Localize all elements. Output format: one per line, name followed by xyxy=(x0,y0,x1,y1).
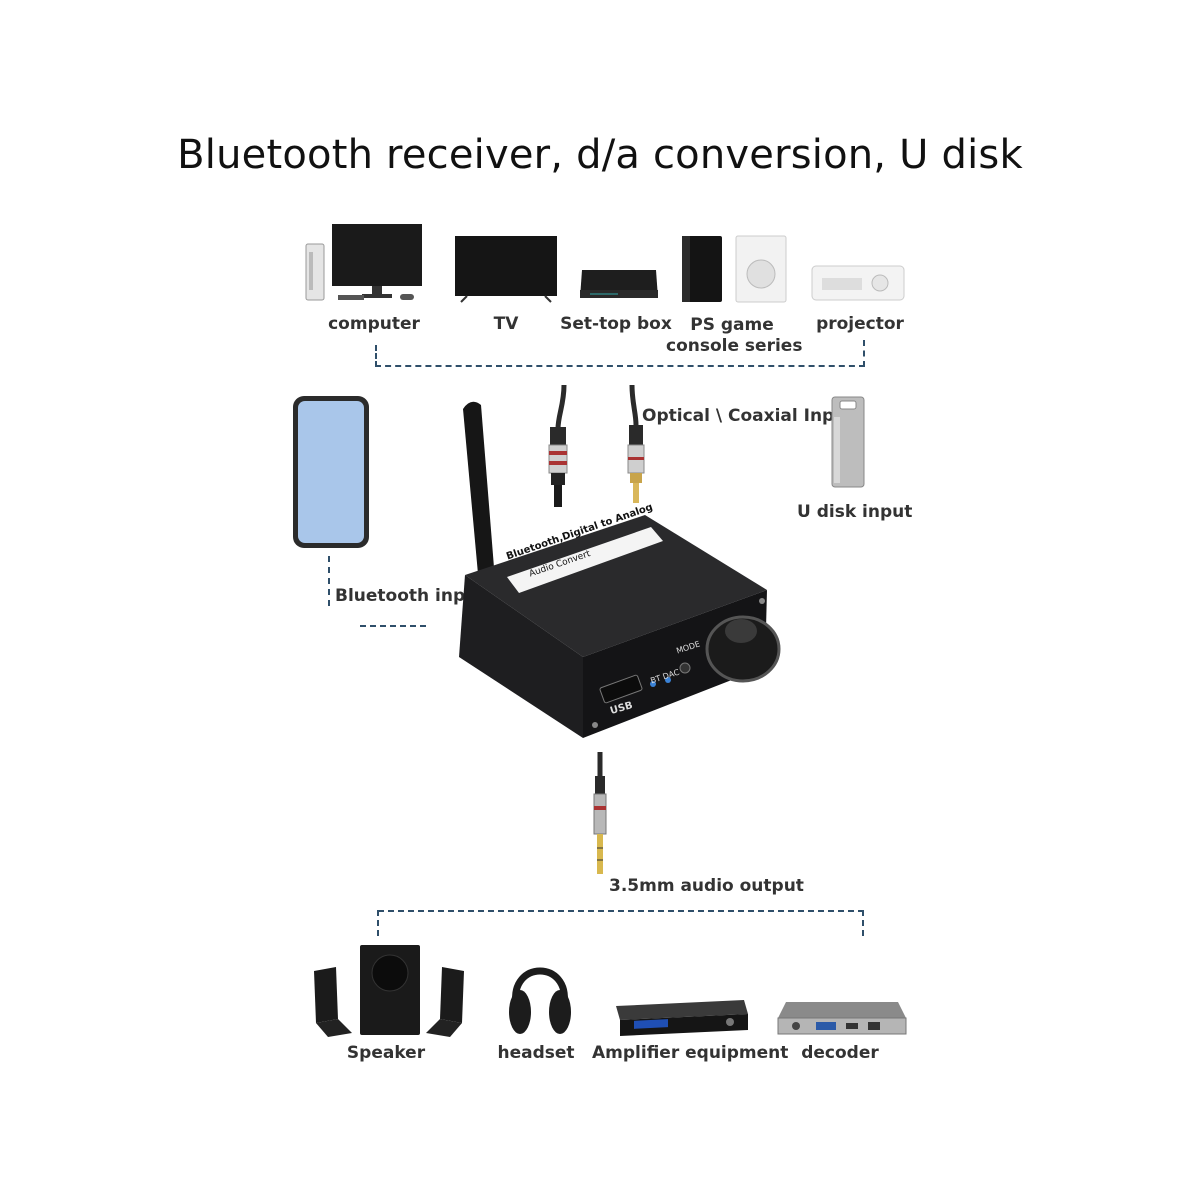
output-bracket-left xyxy=(377,910,379,936)
set-top-box-icon xyxy=(580,270,658,298)
audio-output-label: 3.5mm audio output xyxy=(609,876,804,896)
coaxial-cable-icon xyxy=(627,384,645,503)
decoder-icon xyxy=(777,1002,907,1035)
optical-cable-icon xyxy=(548,384,568,507)
output-bracket-right xyxy=(862,910,864,936)
source-label-set-top-box: Set-top box xyxy=(560,314,672,334)
output-label-speaker: Speaker xyxy=(346,1043,426,1063)
output-bracket-line xyxy=(378,910,864,912)
computer-icon xyxy=(305,224,422,301)
tv-icon xyxy=(455,236,557,303)
page-title: Bluetooth receiver, d/a conversion, U di… xyxy=(177,132,1023,178)
u-disk-icon xyxy=(831,396,865,488)
source-label-ps-line2: console series xyxy=(666,336,803,356)
game-console-icon xyxy=(682,235,787,303)
output-label-decoder: decoder xyxy=(801,1043,879,1063)
bluetooth-input-label: Bluetooth input xyxy=(335,586,486,606)
source-label-tv: TV xyxy=(493,314,519,334)
speaker-icon xyxy=(314,945,464,1037)
source-bracket-line xyxy=(375,365,865,367)
source-bracket-right xyxy=(863,340,865,367)
u-disk-input-label: U disk input xyxy=(797,502,913,522)
source-label-ps-line1: PS game xyxy=(690,315,774,335)
aux-cable-icon xyxy=(593,752,607,874)
projector-icon xyxy=(811,265,905,301)
optical-coaxial-input-label: Optical \ Coaxial Input xyxy=(642,406,855,426)
phone-icon xyxy=(293,396,369,548)
output-label-amplifier: Amplifier equipment xyxy=(592,1043,789,1063)
bluetooth-connector-h xyxy=(360,625,426,627)
bluetooth-connector xyxy=(328,556,330,606)
source-bracket-left xyxy=(375,345,377,367)
converter-device xyxy=(459,401,781,738)
headset-icon xyxy=(509,967,571,1034)
source-label-computer: computer xyxy=(328,314,420,334)
output-label-headset: headset xyxy=(497,1043,575,1063)
source-label-projector: projector xyxy=(816,314,904,334)
amplifier-icon xyxy=(616,1000,748,1036)
